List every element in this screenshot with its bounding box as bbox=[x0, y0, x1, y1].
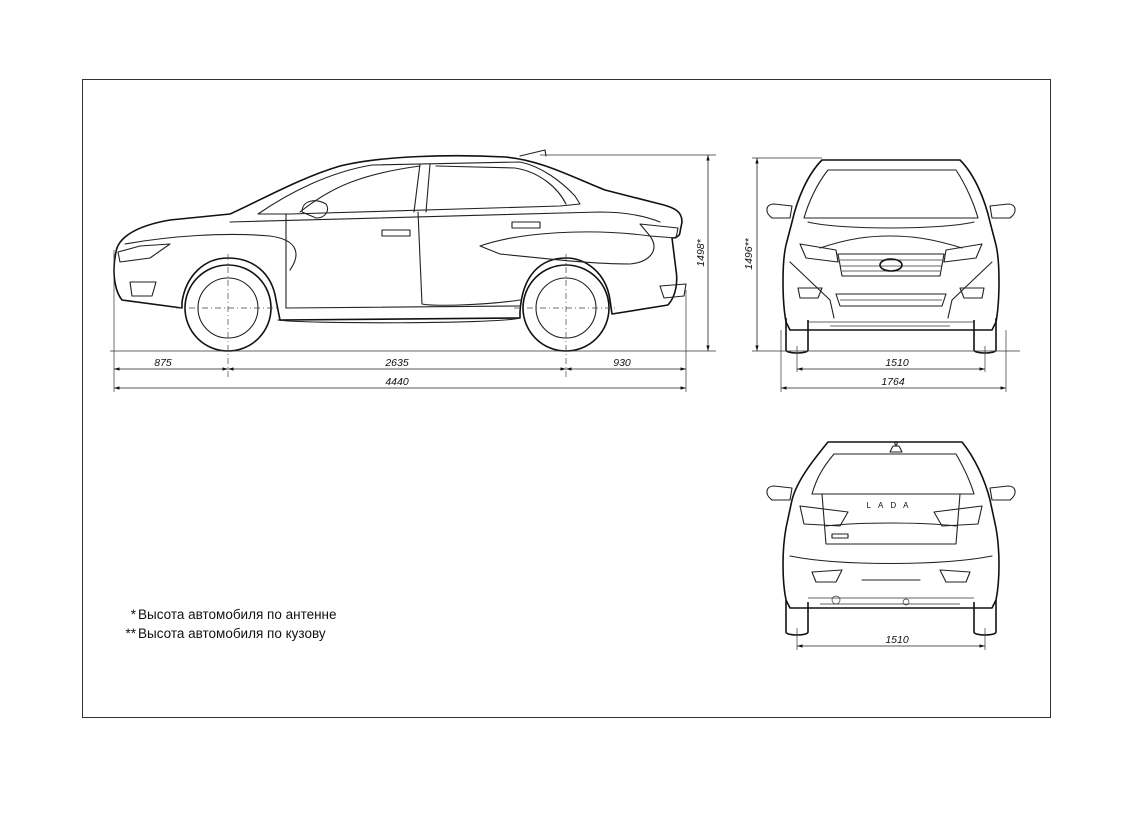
dim-rear-overhang: 930 bbox=[613, 357, 631, 369]
rear-window bbox=[812, 454, 974, 494]
rear-badge: LADA bbox=[867, 501, 916, 510]
rear-dimensions: 1510 bbox=[797, 634, 985, 646]
side-body-outline bbox=[114, 156, 682, 320]
dim-wheelbase: 2635 bbox=[384, 357, 409, 369]
rear-view: LADA bbox=[767, 442, 1015, 651]
door-handle-rear bbox=[512, 222, 540, 228]
dim-front-track: 1510 bbox=[885, 357, 909, 369]
dim-front-overhang: 875 bbox=[154, 357, 172, 369]
dim-width: 1764 bbox=[881, 376, 905, 388]
footnote-body: **Высота автомобиля по кузову bbox=[118, 624, 337, 643]
door-handle-front bbox=[382, 230, 410, 236]
lada-emblem bbox=[880, 259, 902, 271]
front-body-outline bbox=[783, 160, 999, 330]
dim-height-antenna: 1498* bbox=[695, 238, 707, 266]
front-windshield bbox=[804, 170, 978, 218]
front-grille bbox=[838, 254, 944, 276]
front-headlight-left bbox=[800, 244, 838, 262]
dim-rear-track: 1510 bbox=[885, 634, 909, 646]
footnotes: *Высота автомобиля по антенне **Высота а… bbox=[118, 605, 337, 643]
rear-mirror-right bbox=[990, 486, 1015, 500]
front-mirror-right bbox=[990, 204, 1015, 218]
front-mirror-left bbox=[767, 204, 792, 218]
front-headlight-right bbox=[944, 244, 982, 262]
rear-mirror-left bbox=[767, 486, 792, 500]
side-dimensions: 875 2635 930 4440 1498* bbox=[114, 155, 708, 388]
footnote-antenna: *Высота автомобиля по антенне bbox=[118, 605, 337, 624]
side-mirror bbox=[302, 201, 328, 218]
dim-length: 4440 bbox=[385, 376, 409, 388]
side-view bbox=[110, 150, 716, 392]
dim-height-body: 1496** bbox=[743, 237, 755, 269]
